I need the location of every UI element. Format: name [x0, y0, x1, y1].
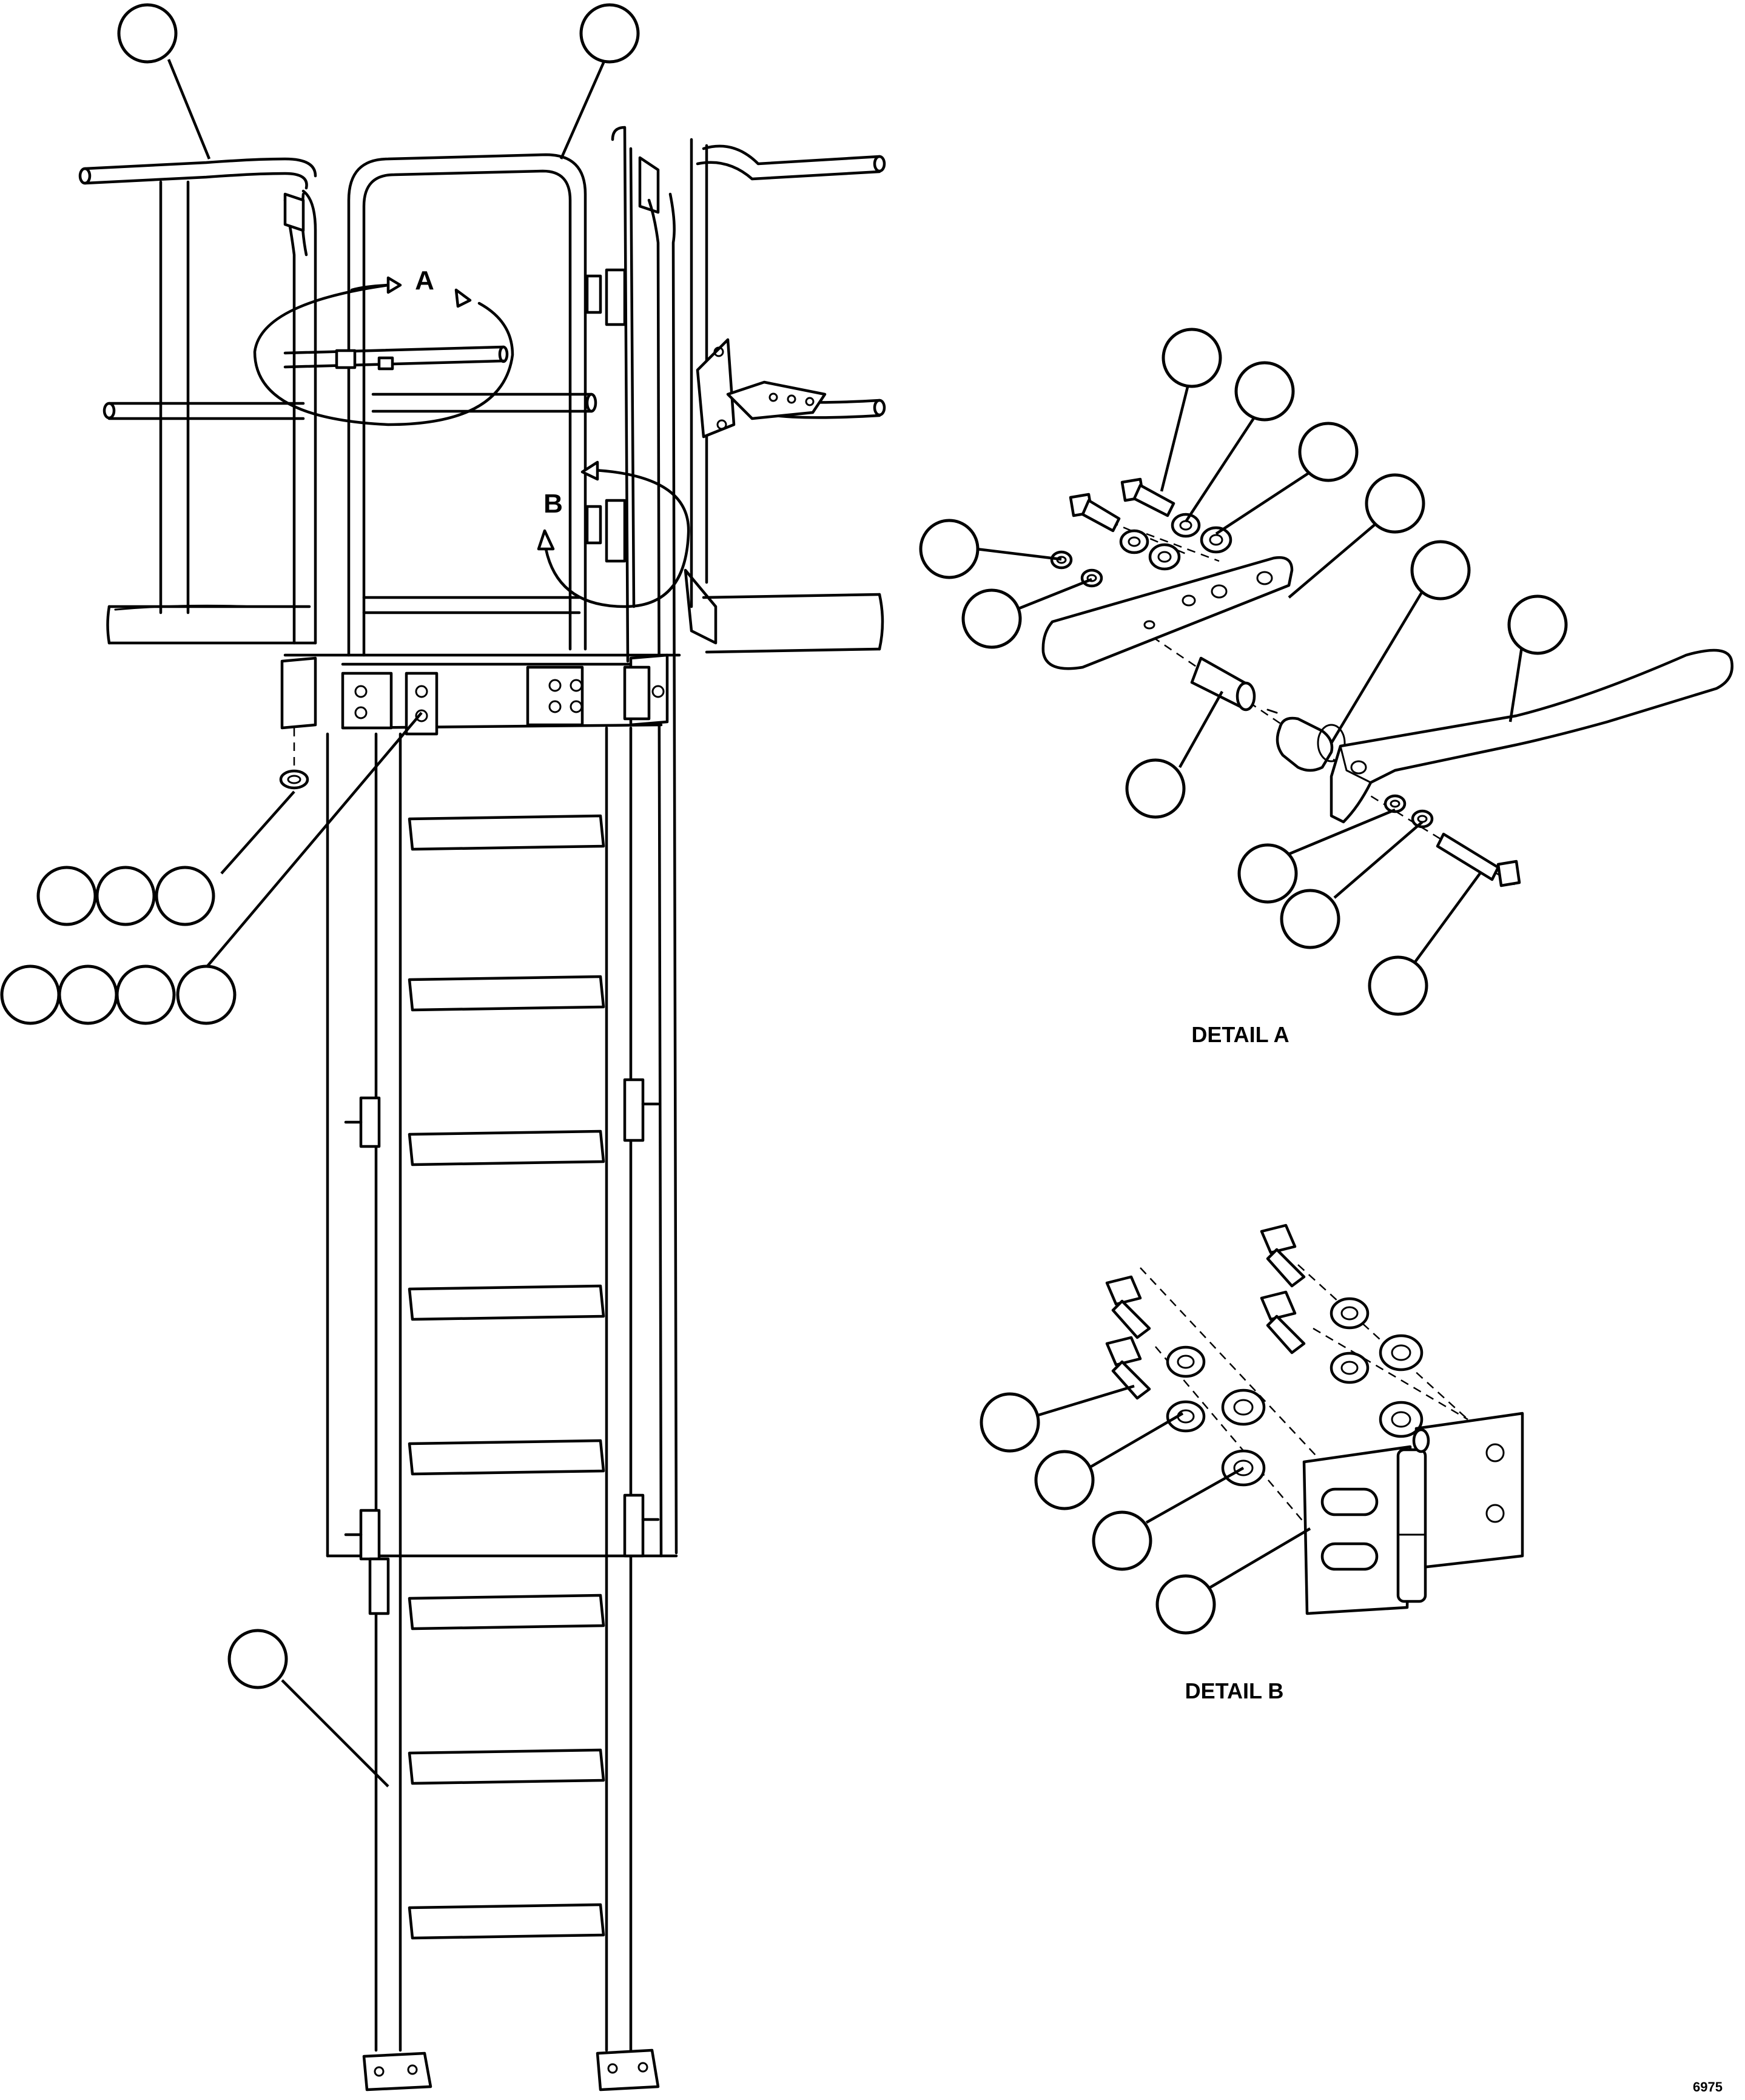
washer: [1379, 1334, 1424, 1371]
latch-handle: [1330, 648, 1733, 824]
rung: [408, 1594, 605, 1631]
washer: [1200, 526, 1232, 554]
rung: [408, 1748, 605, 1785]
rung: [408, 975, 605, 1012]
main-callouts: [0, 3, 640, 1788]
washer: [1171, 513, 1201, 538]
washer: [1166, 1400, 1206, 1433]
gate-hinges: [585, 268, 627, 563]
callout-top-gate: [559, 3, 640, 160]
ladder-assembly: A B: [0, 3, 886, 2092]
washer: [1411, 809, 1434, 829]
washer: [1330, 1297, 1370, 1330]
hex-bolt: [1260, 1290, 1306, 1355]
swing-gate: [283, 153, 597, 657]
detail-a-title: DETAIL A: [1191, 1022, 1289, 1047]
hex-bolt: [1105, 1336, 1151, 1400]
washer: [1330, 1351, 1370, 1384]
hex-bolt: [1436, 832, 1521, 887]
hex-bolt: [1120, 477, 1175, 517]
detail-a-indicator: A: [253, 266, 514, 426]
ladder-rungs: [408, 814, 605, 1940]
detail-b-callouts: [980, 1384, 1311, 1635]
washer: [1119, 529, 1149, 554]
hex-bolt: [1069, 493, 1121, 533]
spring: [1266, 708, 1346, 772]
pin: [1190, 656, 1256, 712]
rail-clamps: [344, 1078, 660, 1615]
cage-rails: [283, 126, 678, 1558]
detail-b-indicator: B: [537, 460, 690, 608]
detail-a-ref: A: [415, 266, 434, 295]
rung: [408, 1903, 605, 1940]
right-guard-rail: [684, 138, 886, 654]
callout-top-left: [117, 3, 211, 160]
rung: [408, 1439, 605, 1476]
rung: [408, 814, 605, 851]
platform-crossbeam: [280, 653, 681, 736]
detail-a: DETAIL A: [919, 328, 1733, 1047]
washer: [1379, 1401, 1424, 1438]
detail-b-ref: B: [543, 489, 563, 519]
hex-bolt: [1260, 1223, 1306, 1288]
hex-bolt: [1105, 1275, 1151, 1339]
washer: [1080, 568, 1103, 588]
washer: [1221, 1388, 1266, 1426]
hinge: [1302, 1412, 1524, 1615]
callout-group-fastener: [36, 790, 295, 926]
latch-plate: [1041, 556, 1294, 670]
callout-ladder: [227, 1629, 389, 1788]
detail-b: DETAIL B: [980, 1223, 1524, 1703]
rung: [408, 1129, 605, 1166]
loose-fastener: [279, 728, 309, 790]
ladder-rails: [326, 726, 678, 2052]
callout-group-clamp: [0, 712, 423, 1025]
washer: [1384, 794, 1407, 813]
left-guard-rail: [78, 157, 317, 645]
figure-id: 6975: [1693, 2079, 1723, 2095]
washer: [1050, 550, 1073, 570]
detail-a-callouts: [919, 328, 1568, 1016]
detail-b-title: DETAIL B: [1185, 1678, 1284, 1703]
washer: [1166, 1345, 1206, 1378]
washer: [1148, 543, 1181, 571]
ladder-feet: [362, 2048, 660, 2092]
rung: [408, 1284, 605, 1321]
